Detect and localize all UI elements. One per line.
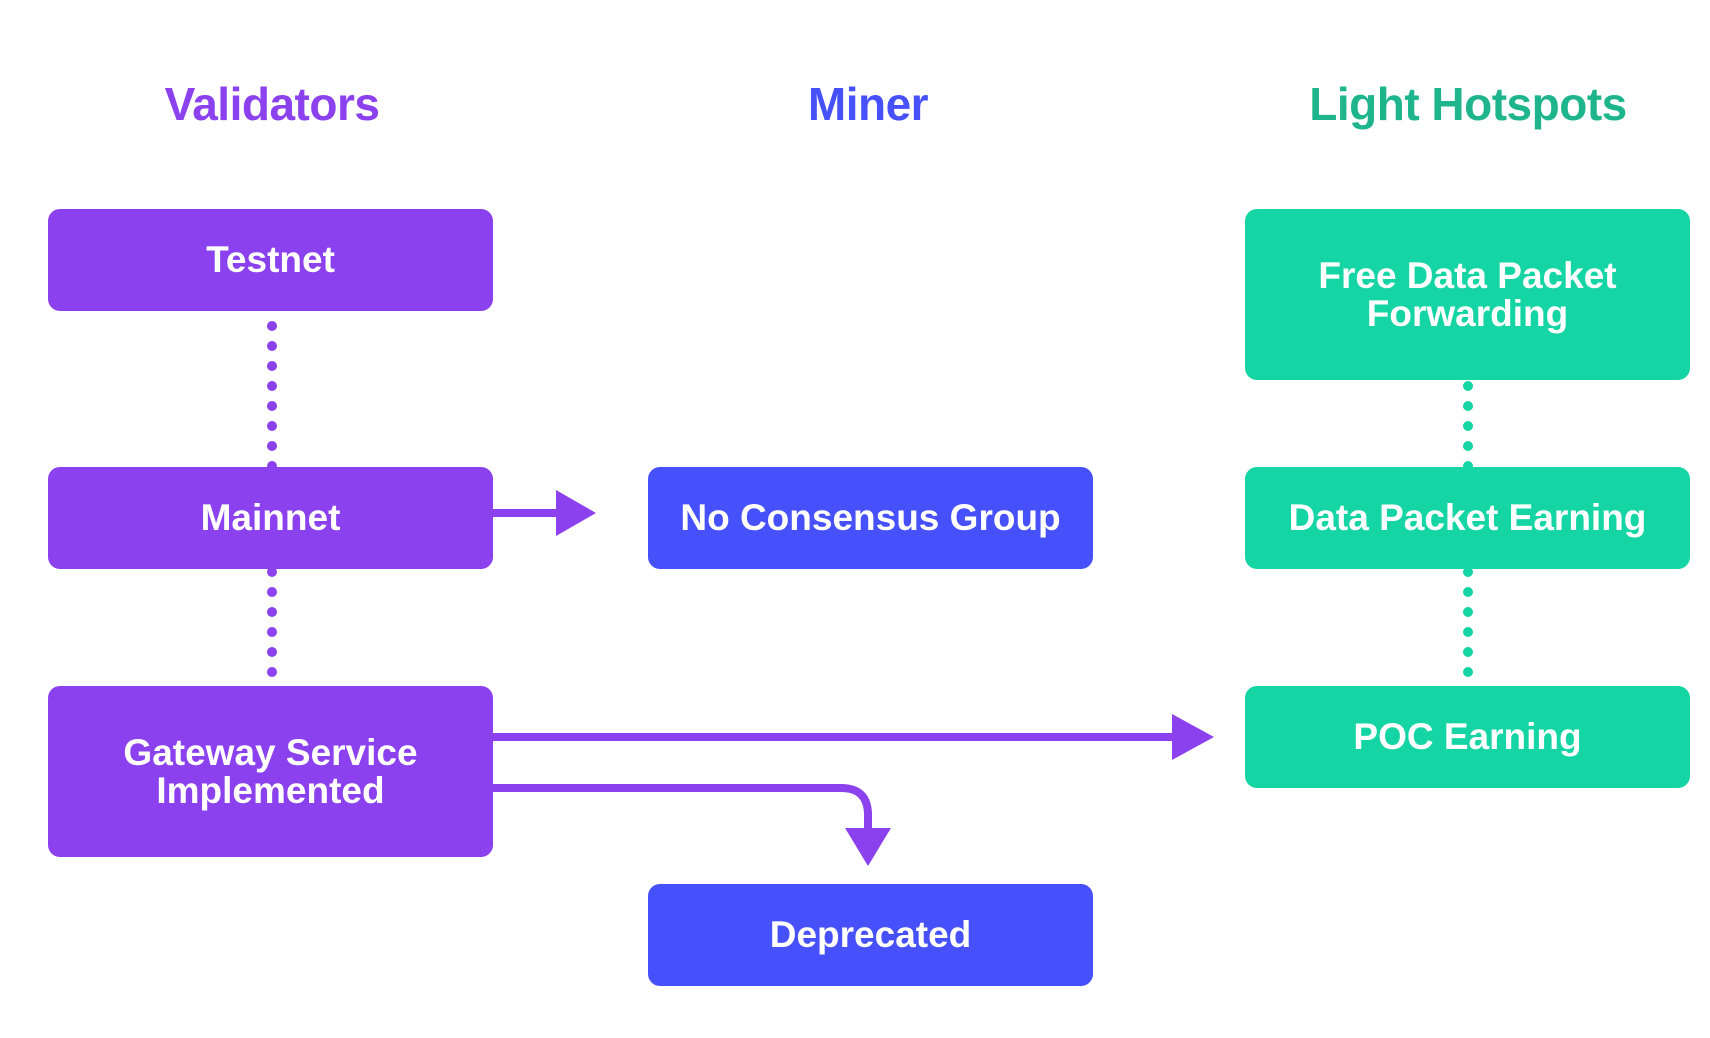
- node-poc-earning: POC Earning: [1245, 686, 1690, 788]
- node-gateway-service-implemented: Gateway Service Implemented: [48, 686, 493, 857]
- node-deprecated: Deprecated: [648, 884, 1093, 986]
- validators-dotted-connectors: [267, 321, 277, 677]
- heading-validators: Validators: [164, 78, 380, 130]
- node-no-consensus-group: No Consensus Group: [648, 467, 1093, 569]
- arrow-gateway-to-poc-earning: [492, 714, 1214, 760]
- node-mainnet: Mainnet: [48, 467, 493, 569]
- heading-light-hotspots: Light Hotspots: [1309, 78, 1627, 130]
- node-free-data-packet-forwarding: Free Data Packet Forwarding: [1245, 209, 1690, 380]
- heading-miner: Miner: [807, 78, 929, 130]
- node-data-packet-earning: Data Packet Earning: [1245, 467, 1690, 569]
- arrow-mainnet-to-no-consensus: [492, 490, 596, 536]
- hotspots-dotted-connectors: [1463, 381, 1473, 677]
- arrow-gateway-to-deprecated: [492, 784, 891, 866]
- node-testnet: Testnet: [48, 209, 493, 311]
